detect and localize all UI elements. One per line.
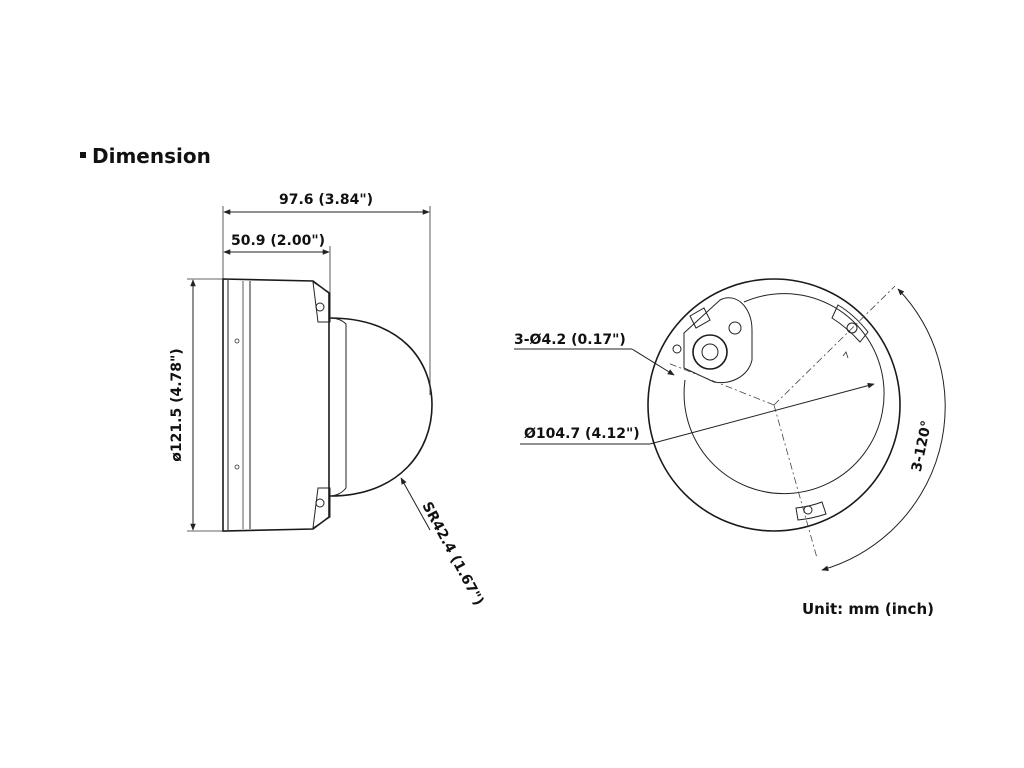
total-depth-label: 97.6 (3.84") bbox=[279, 192, 373, 208]
diameter-label: ø121.5 (4.78") bbox=[169, 348, 185, 461]
tab-mark bbox=[842, 351, 849, 359]
upper-ear-screw bbox=[315, 302, 325, 312]
center-line-a bbox=[773, 285, 896, 406]
dimension-heading: Dimension bbox=[80, 144, 211, 168]
cable-entry-inner bbox=[701, 343, 719, 361]
base-dot-upper bbox=[234, 338, 240, 344]
lower-ear bbox=[312, 487, 331, 530]
camera-base-outline bbox=[222, 278, 330, 532]
dome-radius-label: SR42.4 (1.67") bbox=[418, 499, 486, 608]
cable-entry-port bbox=[692, 334, 728, 370]
hole-leader bbox=[631, 348, 675, 376]
base-dot-lower bbox=[234, 464, 240, 470]
base-depth-label: 50.9 (2.00") bbox=[231, 233, 325, 249]
angle-arc bbox=[821, 288, 946, 571]
locking-screw bbox=[728, 321, 742, 335]
upper-ear bbox=[312, 280, 331, 323]
center-line-c bbox=[667, 362, 775, 406]
hole-spec-label: 3-Ø4.2 (0.17") bbox=[514, 332, 626, 348]
latch-bracket bbox=[689, 307, 711, 329]
side-view: 97.6 (3.84") 50.9 (2.00") ø121.5 (4.78")… bbox=[169, 192, 487, 608]
bottom-slot bbox=[795, 501, 827, 521]
lower-ear-screw bbox=[315, 498, 325, 508]
dimension-title: Dimension bbox=[92, 144, 211, 168]
mount-view: 3-Ø4.2 (0.17") Ø104.7 (4.12") 3-120° bbox=[514, 278, 946, 571]
dim-line-radius bbox=[400, 477, 431, 531]
hole-angle-label: 3-120° bbox=[909, 419, 935, 473]
cable-entry-housing bbox=[683, 297, 753, 384]
center-line-b bbox=[773, 404, 818, 559]
bullet-icon bbox=[80, 151, 86, 158]
dome-outline bbox=[329, 317, 433, 497]
hole-left bbox=[672, 344, 682, 354]
dome-rim bbox=[329, 317, 347, 497]
unit-label: Unit: mm (inch) bbox=[802, 600, 934, 618]
mount-diameter-label: Ø104.7 (4.12") bbox=[524, 426, 640, 442]
hole-bottom bbox=[803, 505, 813, 515]
